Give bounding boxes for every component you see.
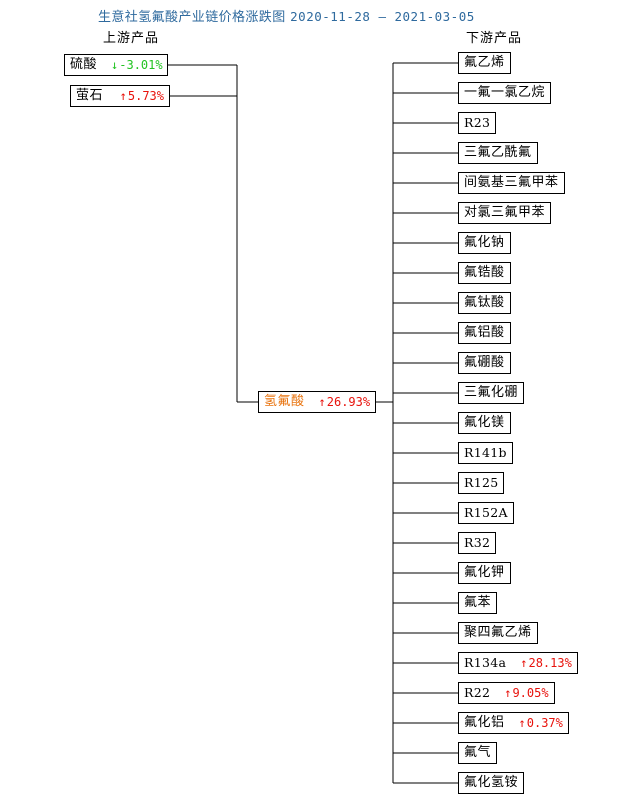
change-percent-text: -3.01% [119,58,163,72]
node-label: 氟锆酸 [464,265,505,280]
downstream-node-18[interactable]: 氟化钾 [458,562,511,584]
node-label: 硫酸 [70,57,98,72]
downstream-node-8[interactable]: 氟锆酸 [458,262,511,284]
node-label: 一氟一氯乙烷 [464,85,546,100]
downstream-node-7[interactable]: 氟化钠 [458,232,511,254]
downstream-node-15[interactable]: R125 [458,472,505,494]
node-label: 氟硼酸 [464,355,505,370]
node-label: R125 [464,475,499,490]
node-change-value: ↑26.93% [319,392,371,412]
node-label: 氟乙烯 [464,55,505,70]
node-label: 氟化钾 [464,565,505,580]
downstream-column-header: 下游产品 [466,31,523,46]
node-label: 萤石 [76,88,104,103]
node-label: R134a [464,655,507,670]
downstream-node-4[interactable]: 三氟乙酰氟 [458,142,538,164]
arrow-up-icon: ↑ [520,656,528,670]
node-label: 氟化钠 [464,235,505,250]
downstream-node-9[interactable]: 氟钛酸 [458,292,511,314]
downstream-node-21[interactable]: R134a ↑28.13% [458,652,578,674]
downstream-node-14[interactable]: R141b [458,442,513,464]
arrow-down-icon: ↓ [111,58,119,72]
node-change-value: ↑9.05% [504,683,548,703]
node-change-value: ↑28.13% [520,653,572,673]
change-percent-text: 26.93% [326,395,371,409]
downstream-node-25[interactable]: 氟化氢铵 [458,772,525,794]
node-label: 氟化氢铵 [464,775,519,790]
downstream-node-10[interactable]: 氟铝酸 [458,322,511,344]
node-change-value: ↑0.37% [519,713,563,733]
node-label: 间氨基三氟甲苯 [464,175,559,190]
downstream-node-24[interactable]: 氟气 [458,742,498,764]
upstream-node-2[interactable]: 萤石 ↑5.73% [70,85,170,107]
downstream-node-13[interactable]: 氟化镁 [458,412,511,434]
change-percent-text: 5.73% [127,89,164,103]
downstream-node-20[interactable]: 聚四氟乙烯 [458,622,538,644]
node-label: R22 [464,685,491,700]
arrow-up-icon: ↑ [518,716,526,730]
node-label: 氟钛酸 [464,295,505,310]
downstream-node-22[interactable]: R22 ↑9.05% [458,682,555,704]
node-label: R141b [464,445,507,460]
node-label: 氟化镁 [464,415,505,430]
change-percent-text: 9.05% [512,686,549,700]
node-label: 氟铝酸 [464,325,505,340]
downstream-node-11[interactable]: 氟硼酸 [458,352,511,374]
downstream-node-3[interactable]: R23 [458,112,497,134]
arrow-up-icon: ↑ [504,686,512,700]
node-change-value: ↑5.73% [120,86,164,106]
change-percent-text: 28.13% [528,656,572,670]
arrow-up-icon: ↑ [119,89,127,103]
node-label: 氟化铝 [464,715,505,730]
node-label: 氟气 [464,745,492,760]
downstream-node-5[interactable]: 间氨基三氟甲苯 [458,172,565,194]
node-label: R23 [464,115,491,130]
node-label: 对氯三氟甲苯 [464,205,546,220]
downstream-node-23[interactable]: 氟化铝 ↑0.37% [458,712,569,734]
node-label: R152A [464,505,508,520]
hub-node-hydrofluoric-acid[interactable]: 氢氟酸 ↑26.93% [258,391,376,413]
node-label: 氢氟酸 [264,394,305,409]
node-label: 三氟化硼 [464,385,519,400]
downstream-node-19[interactable]: 氟苯 [458,592,498,614]
arrow-up-icon: ↑ [318,395,326,409]
upstream-node-1[interactable]: 硫酸 ↓-3.01% [64,54,168,76]
node-label: 聚四氟乙烯 [464,625,532,640]
change-percent-text: 0.37% [526,716,563,730]
downstream-node-12[interactable]: 三氟化硼 [458,382,525,404]
downstream-node-6[interactable]: 对氯三氟甲苯 [458,202,552,224]
downstream-node-2[interactable]: 一氟一氯乙烷 [458,82,552,104]
upstream-column-header: 上游产品 [103,31,160,46]
node-label: 氟苯 [464,595,492,610]
downstream-node-1[interactable]: 氟乙烯 [458,52,511,74]
page-title: 生意社氢氟酸产业链价格涨跌图 2020-11-28 – 2021-03-05 [98,6,475,25]
node-change-value: ↓-3.01% [111,55,163,75]
node-label: 三氟乙酰氟 [464,145,532,160]
downstream-node-17[interactable]: R32 [458,532,497,554]
title-text: 生意社氢氟酸产业链价格涨跌图 [98,10,286,25]
date-range: 2020-11-28 – 2021-03-05 [290,9,475,24]
node-label: R32 [464,535,491,550]
downstream-node-16[interactable]: R152A [458,502,514,524]
